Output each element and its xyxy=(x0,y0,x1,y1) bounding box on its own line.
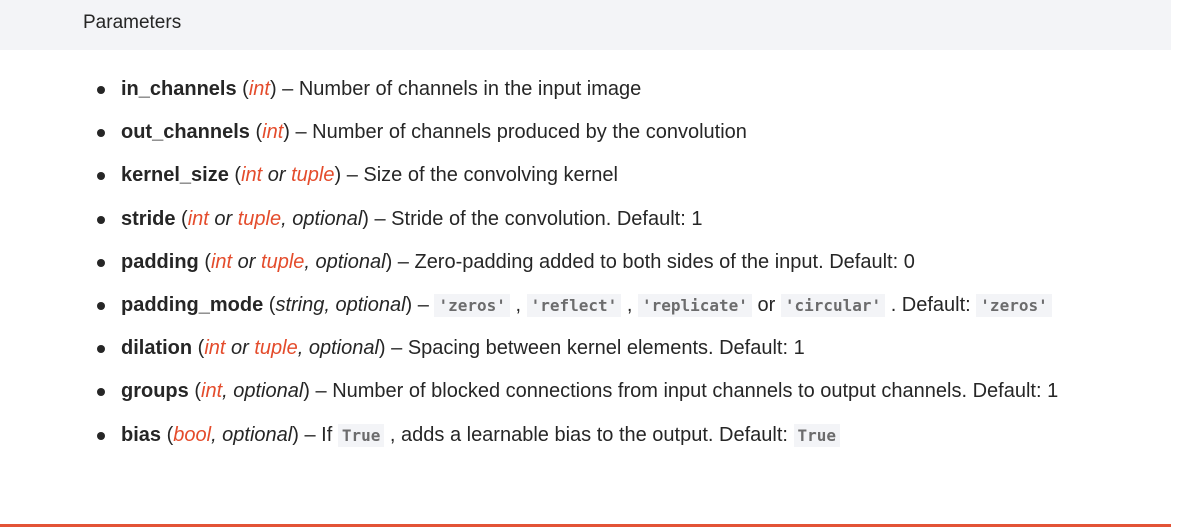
paren-open: ( xyxy=(175,207,188,230)
paren-open: ( xyxy=(192,337,205,360)
type-link-int[interactable]: int xyxy=(204,337,226,360)
type-string-optional: string, optional xyxy=(275,293,406,316)
paren-open: ( xyxy=(198,250,211,273)
type-or: or xyxy=(232,250,262,273)
param-padding-mode: padding_mode (string, optional) – 'zeros… xyxy=(0,284,1058,327)
type-link-int[interactable]: int xyxy=(201,380,223,403)
code-literal: True xyxy=(793,423,841,447)
paren-open: ( xyxy=(249,121,263,144)
type-optional: , optional xyxy=(297,337,379,360)
parameters-header: Parameters xyxy=(0,0,1171,50)
desc-prefix: – If xyxy=(298,423,338,446)
bullet-icon xyxy=(97,301,105,310)
param-description: – Number of channels produced by the con… xyxy=(289,121,747,144)
type-link-tuple[interactable]: tuple xyxy=(291,164,335,187)
param-dilation: dilation (int or tuple, optional) – Spac… xyxy=(0,327,1058,370)
separator: , xyxy=(621,293,638,316)
type-link-int[interactable]: int xyxy=(241,164,263,187)
type-link-int[interactable]: int xyxy=(262,121,284,144)
bullet-icon xyxy=(97,86,105,94)
separator: or xyxy=(751,293,781,316)
param-description: – Spacing between kernel elements. Defau… xyxy=(385,337,805,360)
type-link-bool[interactable]: bool xyxy=(173,423,212,446)
paren-close: ) xyxy=(283,121,290,144)
paren-close: ) xyxy=(405,293,413,316)
parameter-list: in_channels (int) – Number of channels i… xyxy=(0,68,1058,457)
type-or: or xyxy=(208,207,238,230)
param-description: – Number of blocked connections from inp… xyxy=(309,380,1059,403)
param-name: dilation xyxy=(121,337,193,360)
param-name: padding_mode xyxy=(121,293,264,316)
paren-close: ) xyxy=(378,337,386,360)
type-or: or xyxy=(225,337,255,360)
param-description: – Number of channels in the input image xyxy=(276,78,642,100)
type-or: or xyxy=(262,164,292,187)
type-optional: , optional xyxy=(304,250,386,273)
param-groups: groups (int, optional) – Number of block… xyxy=(0,370,1058,413)
paren-open: ( xyxy=(188,380,201,403)
paren-close: ) xyxy=(292,423,299,446)
param-name: stride xyxy=(121,207,176,230)
bullet-icon xyxy=(97,258,105,267)
param-in-channels: in_channels (int) – Number of channels i… xyxy=(0,68,1058,111)
separator: , xyxy=(509,293,527,316)
type-optional: , optional xyxy=(222,380,304,403)
bullet-icon xyxy=(97,215,105,224)
param-stride: stride (int or tuple, optional) – Stride… xyxy=(0,198,1058,241)
paren-open: ( xyxy=(263,293,276,316)
bottom-divider xyxy=(0,524,1171,527)
paren-close: ) xyxy=(269,78,277,100)
param-out-channels: out_channels (int) – Number of channels … xyxy=(0,111,1058,154)
parameters-title: Parameters xyxy=(83,12,182,33)
param-name: bias xyxy=(121,423,162,446)
bullet-icon xyxy=(97,172,105,181)
type-link-int[interactable]: int xyxy=(187,207,209,230)
paren-close: ) xyxy=(362,207,369,230)
paren-open: ( xyxy=(236,78,249,100)
code-literal: True xyxy=(337,423,385,447)
param-name: in_channels xyxy=(121,78,237,100)
type-optional: , optional xyxy=(281,207,363,230)
param-padding: padding (int or tuple, optional) – Zero-… xyxy=(0,241,1058,284)
code-literal: 'zeros' xyxy=(976,293,1052,317)
type-link-int[interactable]: int xyxy=(210,250,233,273)
code-literal: 'circular' xyxy=(780,293,886,317)
param-description: – Size of the convolving kernel xyxy=(341,164,618,187)
param-description: – Zero-padding added to both sides of th… xyxy=(392,250,915,273)
param-bias: bias (bool, optional) – If True , adds a… xyxy=(0,414,1058,457)
param-name: kernel_size xyxy=(121,164,229,187)
desc-dash: – xyxy=(412,293,435,316)
paren-close: ) xyxy=(334,164,342,187)
type-link-tuple[interactable]: tuple xyxy=(261,250,305,273)
bullet-icon xyxy=(97,431,105,440)
param-name: padding xyxy=(121,250,199,273)
code-literal: 'zeros' xyxy=(434,293,510,317)
bullet-icon xyxy=(97,345,105,354)
code-literal: 'reflect' xyxy=(526,293,622,317)
paren-open: ( xyxy=(161,423,174,446)
param-description: – Stride of the convolution. Default: 1 xyxy=(368,207,703,230)
desc-middle: , adds a learnable bias to the output. D… xyxy=(384,423,794,446)
type-link-int[interactable]: int xyxy=(248,78,270,100)
param-name: groups xyxy=(121,380,189,403)
param-kernel-size: kernel_size (int or tuple) – Size of the… xyxy=(0,154,1058,197)
separator: . Default: xyxy=(885,293,977,316)
paren-open: ( xyxy=(228,164,242,187)
code-literal: 'replicate' xyxy=(637,293,752,317)
bullet-icon xyxy=(97,129,105,138)
paren-close: ) xyxy=(303,380,310,403)
type-optional: , optional xyxy=(211,423,293,446)
bullet-icon xyxy=(97,388,105,397)
type-link-tuple[interactable]: tuple xyxy=(254,337,298,360)
type-link-tuple[interactable]: tuple xyxy=(237,207,282,230)
param-name: out_channels xyxy=(121,121,250,144)
paren-close: ) xyxy=(385,250,393,273)
